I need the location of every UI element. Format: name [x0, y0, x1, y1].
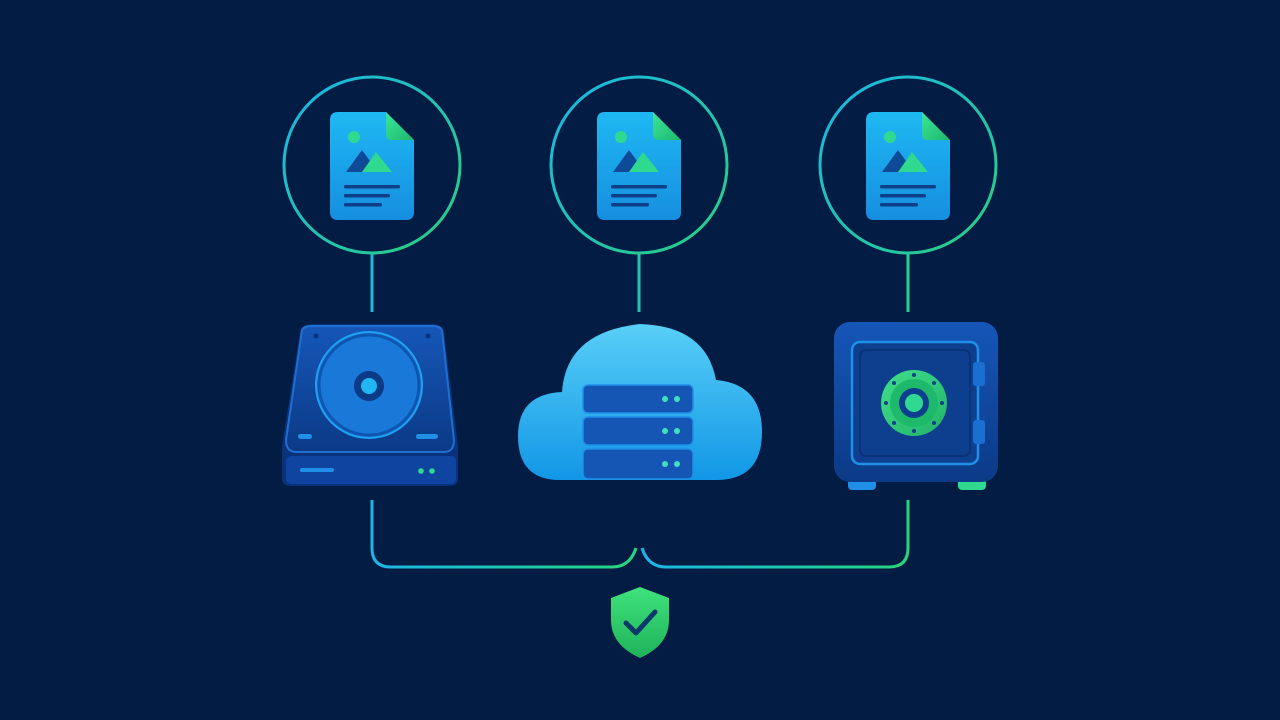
cloud-server-icon — [518, 324, 762, 480]
image-file-icon — [330, 112, 414, 220]
shield-check-icon — [611, 587, 669, 658]
device-to-shield-connectors — [370, 500, 910, 569]
file-ring-1 — [282, 75, 462, 255]
file-ring-2 — [549, 75, 729, 255]
file-ring-3 — [818, 75, 998, 255]
file-node-1 — [282, 75, 462, 255]
safe-icon — [834, 322, 998, 490]
connector-drive-merge — [370, 500, 638, 569]
file-node-3 — [818, 75, 998, 255]
image-file-icon — [866, 112, 950, 220]
server-rack — [582, 384, 694, 480]
image-file-icon — [597, 112, 681, 220]
connector-safe-merge — [640, 500, 910, 569]
hard-drive-icon — [282, 324, 458, 486]
file-node-2 — [549, 75, 729, 255]
file-to-device-connectors — [370, 254, 910, 312]
